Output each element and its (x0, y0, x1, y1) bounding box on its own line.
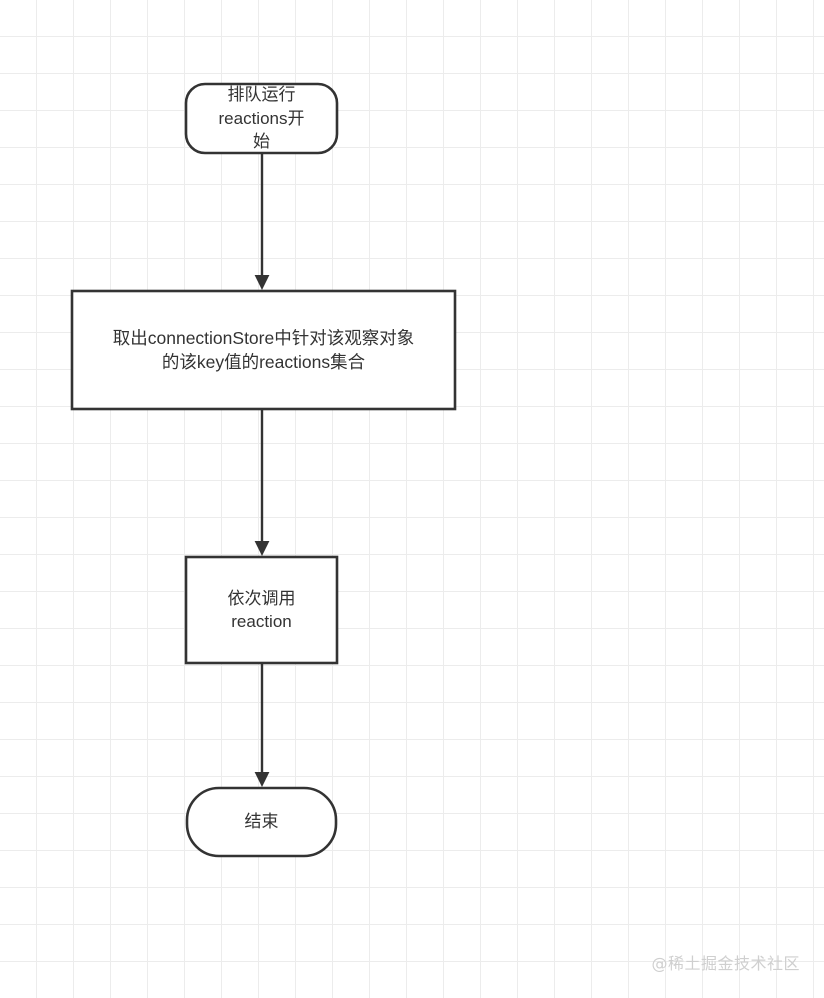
node-call-shape[interactable] (184, 555, 339, 665)
node-end-shape[interactable] (185, 786, 338, 858)
node-start-shape[interactable] (184, 82, 339, 155)
node-process-shape[interactable] (70, 289, 457, 411)
edge-call-end (254, 663, 270, 787)
edge-process-call (254, 409, 270, 556)
edge-start-process (254, 153, 270, 290)
watermark-text: @稀土掘金技术社区 (651, 954, 800, 973)
